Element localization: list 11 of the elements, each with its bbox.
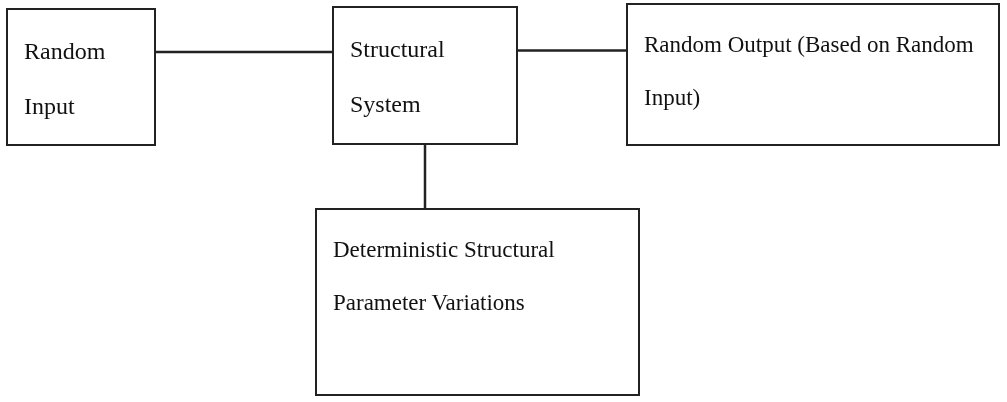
box-label: Structural System — [350, 35, 446, 120]
process-box — [6, 8, 156, 146]
connector-line — [423, 145, 427, 208]
box-label: Random Input — [24, 37, 107, 122]
connector-line — [156, 50, 332, 54]
process-box — [626, 3, 1000, 146]
box-label: Random Output (Based on Random Input) — [644, 31, 975, 112]
process-box — [332, 6, 518, 145]
box-label: Deterministic Structural Parameter Variations — [333, 236, 556, 317]
process-box — [315, 208, 640, 396]
connector-line — [518, 49, 626, 52]
